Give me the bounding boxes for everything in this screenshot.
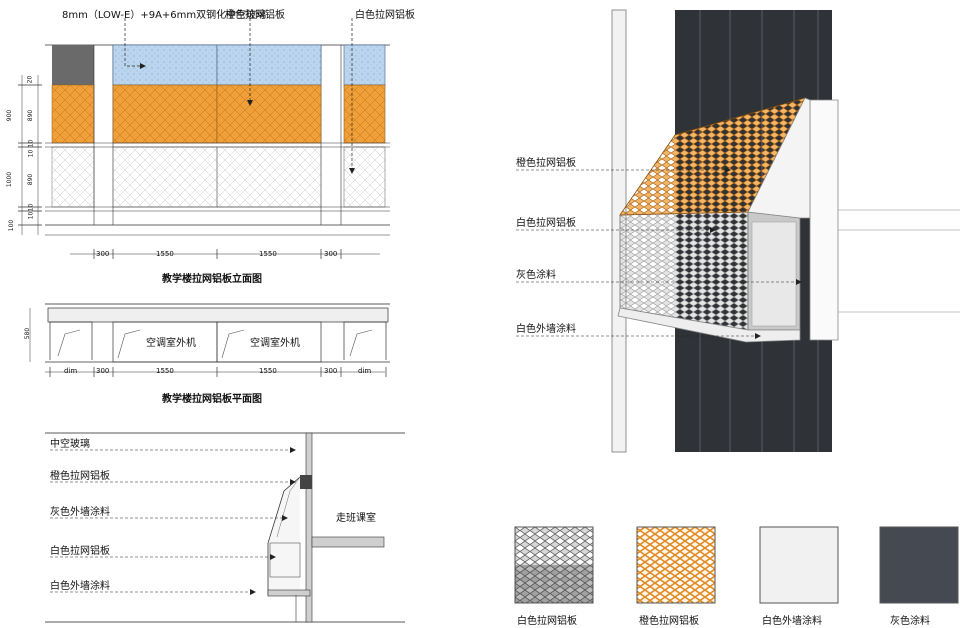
- vdim-890b: 890: [27, 173, 35, 186]
- section-label-glass: 中空玻璃: [50, 439, 90, 450]
- elevation-drawing: 8mm（LOW-E）+9A+6mm双钢化中空玻璃 橙色拉网铝板 白色拉网铝板: [0, 0, 420, 290]
- render-label-white-paint: 白色外墙涂料: [516, 324, 576, 335]
- plan-hdim-300-right: 300: [324, 367, 338, 375]
- plan-svg: [29, 303, 390, 377]
- hdim-1550-b: 1550: [259, 250, 277, 258]
- vdim-900: 900: [6, 109, 14, 122]
- swatch-white-paint: [759, 526, 839, 604]
- swatch-label-orange-mesh: 橙色拉网铝板: [639, 616, 699, 627]
- swatch-orange-mesh: [636, 526, 716, 604]
- section-room-label: 走班课室: [336, 513, 376, 524]
- render-label-orange: 橙色拉网铝板: [516, 158, 576, 169]
- render-view: 橙色拉网铝板 白色拉网铝板 灰色涂料 白色外墙涂料: [500, 0, 960, 460]
- section-label-white-mesh: 白色拉网铝板: [50, 546, 110, 557]
- plan-title: 教学楼拉网铝板平面图: [162, 394, 262, 405]
- plan-hdim-dim-left: dim: [64, 367, 78, 375]
- render-label-grey: 灰色涂料: [516, 270, 556, 281]
- hdim-1550-a: 1550: [156, 250, 174, 258]
- ac-unit-label-2: 空调室外机: [250, 338, 300, 349]
- ac-unit-label-1: 空调室外机: [146, 338, 196, 349]
- plan-drawing: 580 空调室外机 空调室外机 dim 300 1550 1550 300 di…: [0, 290, 420, 415]
- hdim-300-right: 300: [324, 250, 338, 258]
- glass-spec-label: 8mm（LOW-E）+9A+6mm双钢化中空玻璃: [62, 10, 267, 21]
- vdim-10c: 10: [27, 203, 35, 212]
- plan-vdim: 580: [24, 327, 32, 340]
- hdim-300-left: 300: [96, 250, 110, 258]
- vdim-10a: 10: [27, 139, 35, 148]
- vdim-10d: 10: [27, 211, 35, 220]
- vdim-100: 100: [8, 219, 16, 232]
- section-drawing: 中空玻璃 橙色拉网铝板 灰色外墙涂料 白色拉网铝板 白色外墙涂料 走班课室: [0, 425, 420, 628]
- plan-hdim-dim-right: dim: [358, 367, 372, 375]
- vdim-10b: 10: [27, 149, 35, 158]
- vdim-1000: 1000: [6, 171, 14, 188]
- section-svg: [45, 432, 405, 623]
- white-bay-2: [216, 146, 322, 208]
- render-label-white-mesh: 白色拉网铝板: [516, 218, 576, 229]
- section-label-grey: 灰色外墙涂料: [50, 507, 110, 518]
- render-svg: [516, 9, 960, 453]
- vdim-890a: 890: [27, 109, 35, 122]
- plan-hdim-1550-b: 1550: [259, 367, 277, 375]
- section-label-white-paint: 白色外墙涂料: [50, 581, 110, 592]
- orange-panel-label: 橙色拉网铝板: [225, 10, 285, 21]
- plan-hdim-300-left: 300: [96, 367, 110, 375]
- plan-hdim-1550-a: 1550: [156, 367, 174, 375]
- swatch-label-white-mesh: 白色拉网铝板: [517, 616, 577, 627]
- section-label-orange: 橙色拉网铝板: [50, 471, 110, 482]
- swatch-svg: [514, 526, 959, 604]
- white-bay-1: [112, 146, 218, 208]
- material-swatches: 白色拉网铝板 橙色拉网铝板 白色外墙涂料 灰色涂料: [0, 520, 960, 628]
- white-panel-label: 白色拉网铝板: [355, 10, 415, 21]
- elevation-svg: [18, 18, 390, 259]
- vdim-20: 20: [26, 75, 34, 84]
- elevation-title: 教学楼拉网铝板立面图: [162, 274, 262, 285]
- swatch-white-mesh: [514, 526, 594, 604]
- swatch-label-grey-paint: 灰色涂料: [890, 616, 930, 627]
- swatch-label-white-paint: 白色外墙涂料: [762, 616, 822, 627]
- column-dark-left: [52, 45, 94, 85]
- swatch-grey-paint: [879, 526, 959, 604]
